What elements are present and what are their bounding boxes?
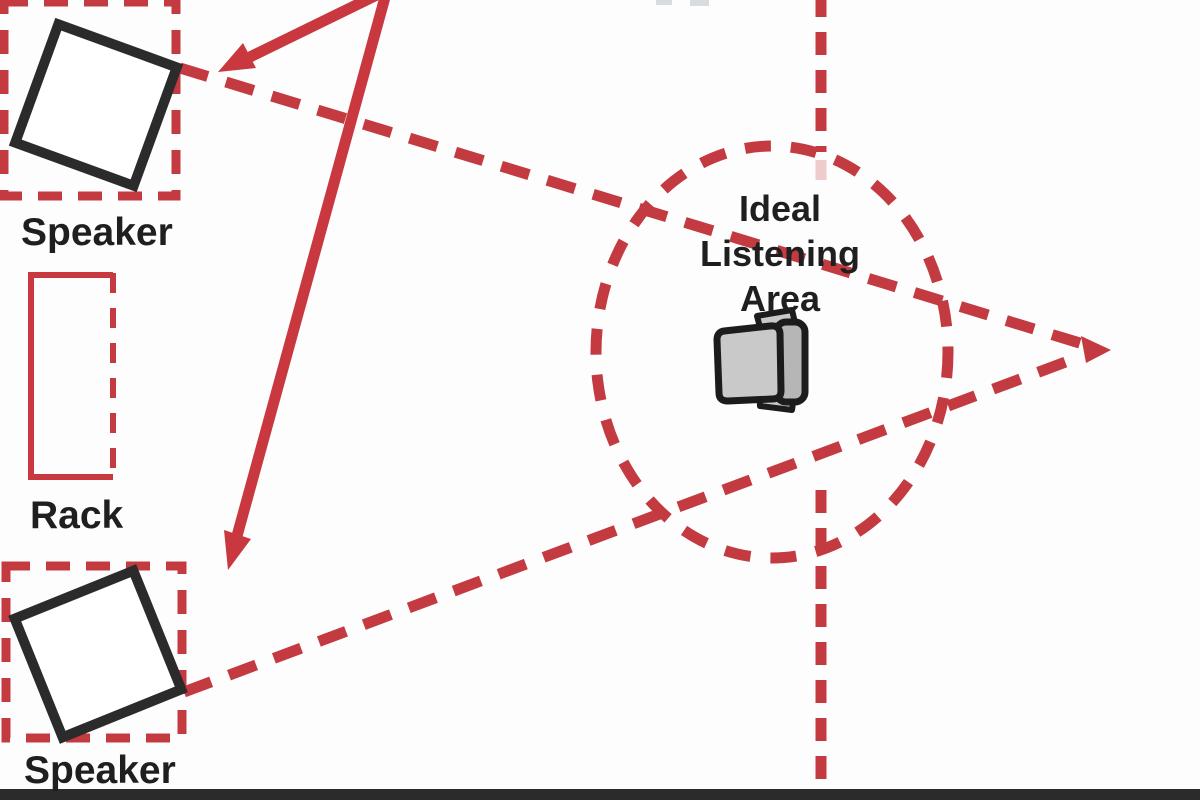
speaker-bottom-cabinet xyxy=(8,564,188,744)
arrow-right-icon xyxy=(1081,336,1111,363)
speaker-top-placement-box xyxy=(0,0,181,201)
speaker-bottom-label: Speaker xyxy=(24,749,176,792)
speaker-bottom-placement-box xyxy=(1,561,187,743)
rack-solid-sides xyxy=(28,272,113,480)
rack-label: Rack xyxy=(30,494,124,537)
chair-top-view-icon xyxy=(713,307,809,413)
axis-line-top-speaker xyxy=(178,62,1085,350)
listening-area-label: Ideal Listening Area xyxy=(655,186,905,321)
listening-area-label-line2: Listening xyxy=(700,233,860,274)
listening-area-label-line3: Area xyxy=(739,278,821,319)
chair-seat xyxy=(713,322,785,405)
speaker-top-cabinet xyxy=(8,17,184,193)
listening-area-circle xyxy=(590,140,954,564)
placement-arrow-top-speaker xyxy=(218,0,380,72)
arrow-down-left-icon xyxy=(218,43,256,72)
artifact-mark xyxy=(656,0,672,5)
placement-arrow-bottom-speaker xyxy=(224,0,390,570)
top-edge-artifacts xyxy=(656,0,709,6)
speaker-bottom-group xyxy=(1,561,188,744)
rack-outline xyxy=(28,272,116,480)
axis-line-bottom-speaker xyxy=(182,351,1081,698)
placement-arrow-bottom-shaft xyxy=(231,0,390,538)
arrow-down-left-icon xyxy=(224,530,251,570)
speaker-axis-lines xyxy=(178,62,1111,698)
listening-area-label-line1: Ideal xyxy=(738,188,822,229)
placement-arrow-top-shaft xyxy=(247,0,380,62)
artifact-mark xyxy=(690,0,709,6)
speaker-top-label: Speaker xyxy=(21,211,173,254)
speaker-top-group xyxy=(0,0,184,201)
bottom-wall-bar xyxy=(0,789,1200,800)
